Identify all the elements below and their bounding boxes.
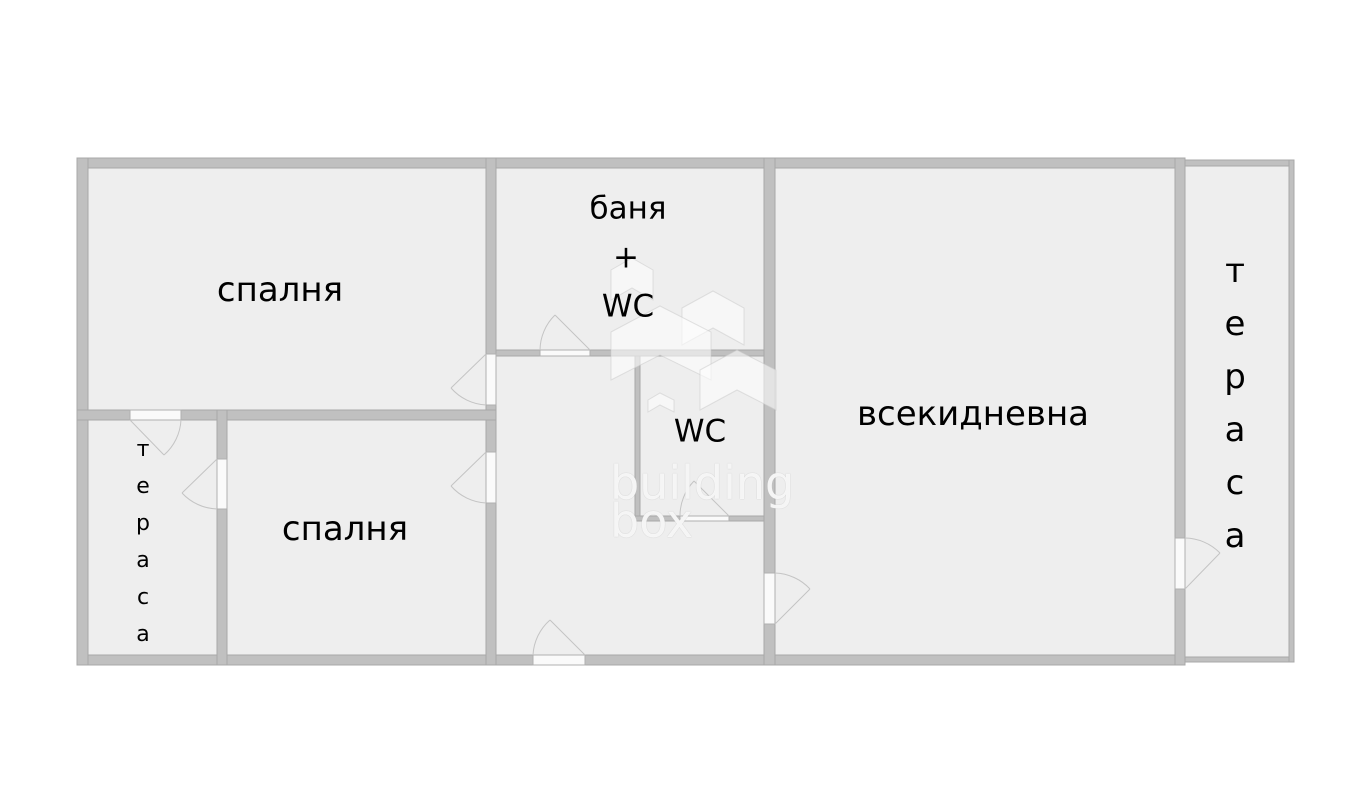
room-label-bathroom-line2: + xyxy=(613,239,639,276)
door-bedroom-1[interactable] xyxy=(485,353,497,406)
door-swing-bedroom-2 xyxy=(450,451,487,504)
door-bedroom-2[interactable] xyxy=(485,451,497,504)
wall-terrace-bottom xyxy=(1184,656,1295,663)
door-swing-living-room xyxy=(774,572,811,625)
door-terrace-left-top[interactable] xyxy=(129,409,182,421)
door-entrance[interactable] xyxy=(532,654,586,666)
terrace-left-letter: с xyxy=(136,585,150,610)
door-wc[interactable] xyxy=(679,515,730,522)
wall-terrace-right xyxy=(1288,159,1295,663)
door-swing-terrace-right xyxy=(1184,537,1221,590)
door-swing-entrance xyxy=(532,619,586,656)
terrace-left-letter: а xyxy=(136,622,150,647)
door-swing-terrace-left-side xyxy=(181,458,218,510)
wall-living-right xyxy=(1174,157,1186,666)
watermark-text-line2: box xyxy=(610,494,694,548)
door-swing-terrace-left-top xyxy=(129,419,182,456)
terrace-left-letter: т xyxy=(136,437,150,462)
floors xyxy=(88,166,1289,657)
terrace-left-letter: р xyxy=(136,511,150,536)
wall-bottom xyxy=(76,654,1186,666)
terrace-right-letter: т xyxy=(1225,251,1245,291)
door-terrace-left-side[interactable] xyxy=(216,458,228,510)
door-openings xyxy=(129,349,1186,666)
terrace-right-letter: р xyxy=(1224,357,1246,397)
room-label-living-room: всекидневна xyxy=(856,394,1090,434)
wall-y410 xyxy=(76,409,497,421)
terrace-right-letter: а xyxy=(1224,516,1246,556)
room-label-wc: WC xyxy=(673,413,727,450)
door-bathroom[interactable] xyxy=(539,349,591,357)
floor-bedroom-1 xyxy=(88,168,486,410)
walls xyxy=(76,157,1295,666)
floor-terrace-left xyxy=(88,420,217,655)
floor-terrace-right xyxy=(1185,166,1289,657)
terrace-right-letter: е xyxy=(1224,304,1246,344)
terrace-right-letter: с xyxy=(1225,463,1245,503)
room-label-bedroom-2: спалня xyxy=(281,509,409,549)
wall-terrace-top xyxy=(1184,159,1295,167)
terrace-left-letter: а xyxy=(136,548,150,573)
floor-living-room xyxy=(775,168,1175,655)
room-label-bedroom-1: спалня xyxy=(216,270,344,310)
door-terrace-right[interactable] xyxy=(1174,537,1186,590)
wall-x217 xyxy=(216,409,228,666)
terrace-left-letter: е xyxy=(136,474,150,499)
wall-x764 xyxy=(763,157,776,666)
floor-hallway xyxy=(496,356,764,655)
room-label-bathroom-line1: баня xyxy=(589,190,667,227)
door-swing-wc xyxy=(679,480,730,517)
watermark-logo-icon xyxy=(610,257,777,413)
room-label-terrace-right: т е р а с а xyxy=(1215,245,1255,563)
door-swing-bathroom xyxy=(539,314,591,351)
door-swings xyxy=(129,314,1221,656)
floor-bedroom-2 xyxy=(227,420,486,655)
wall-top xyxy=(76,157,1186,169)
room-label-bathroom-line3: WC xyxy=(601,288,655,325)
room-label-terrace-left: т е р а с а xyxy=(128,431,158,653)
door-swing-bedroom-1 xyxy=(450,353,487,406)
terrace-right-letter: а xyxy=(1224,410,1246,450)
door-living-room[interactable] xyxy=(763,572,776,625)
watermark-text-line1: building xyxy=(610,456,795,510)
